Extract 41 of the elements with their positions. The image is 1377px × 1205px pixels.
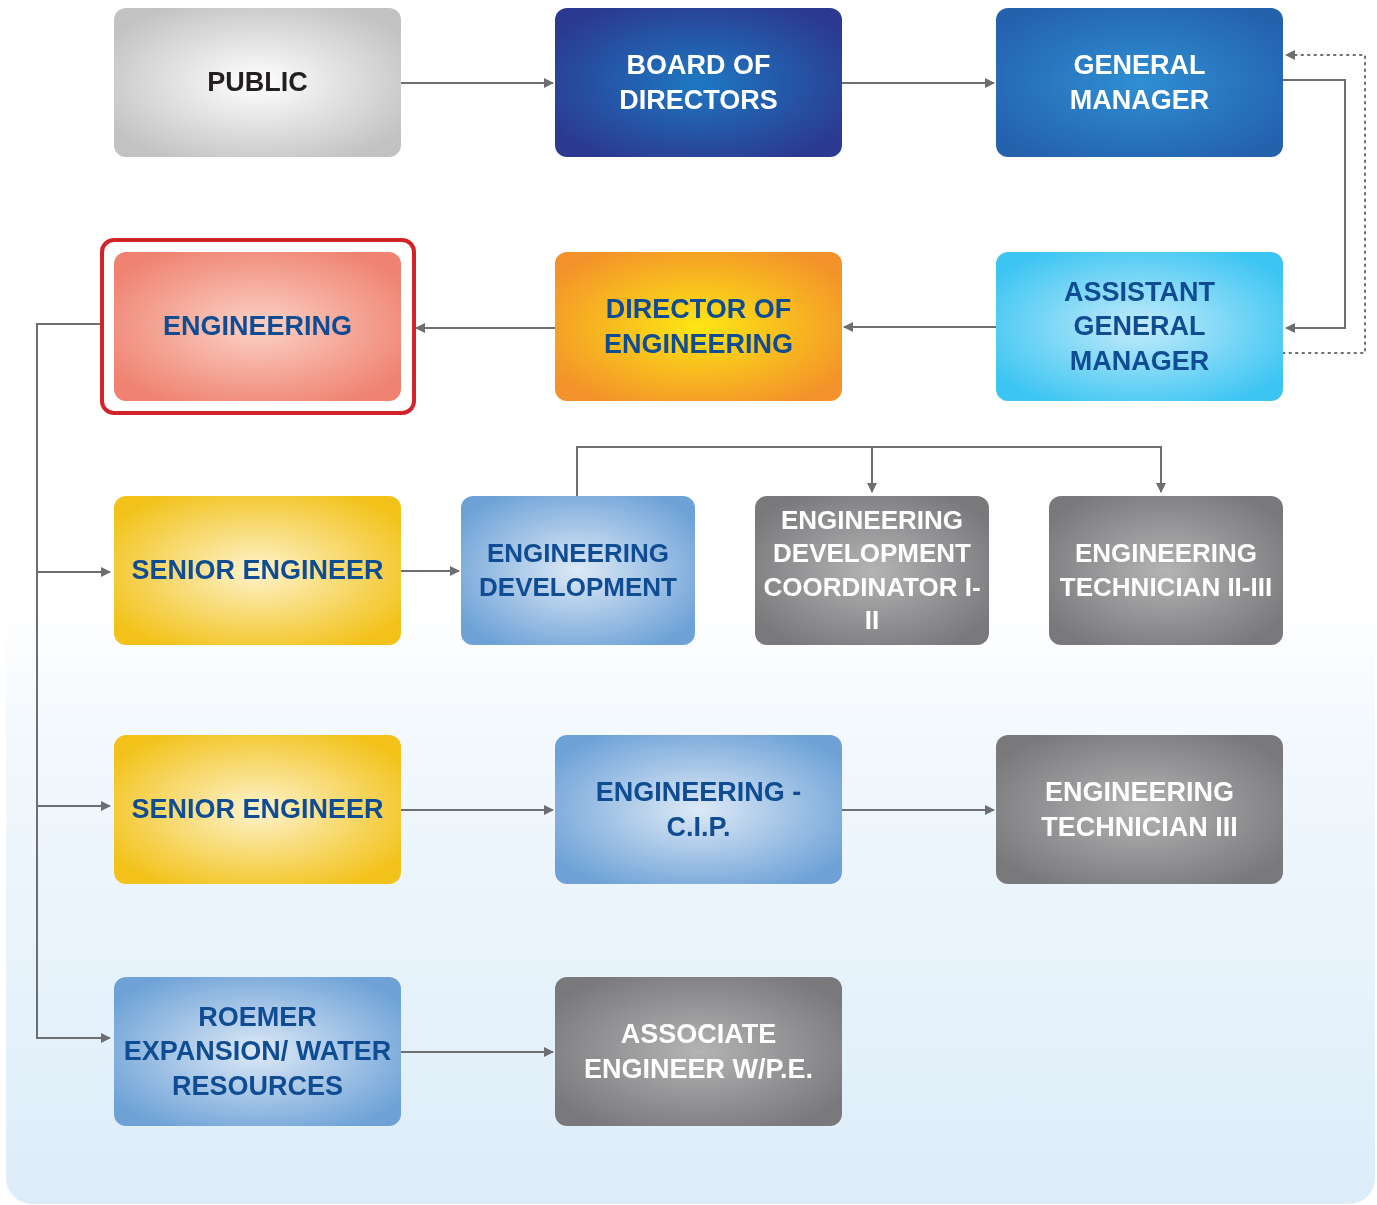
arrow [841,805,995,815]
role-box [114,735,401,884]
role-title: ASSOCIATE ENGINEER W/P.E. [582,1017,815,1086]
role-title: ENGINEERING DEVELOPMENT COORDINATOR I-II [762,503,982,637]
arrow [400,805,554,815]
role-box [114,496,401,645]
role-box [555,977,842,1126]
role-title: BOARD OF DIRECTORS [618,48,779,117]
arrow [400,78,554,88]
dotted-arrow [1282,50,1366,354]
role-box [555,735,842,884]
role-title: DIRECTOR OF ENGINEERING [603,292,794,361]
role-box [996,252,1283,401]
role-title: GENERAL MANAGER [1068,48,1211,117]
role-title: ENGINEERING DEVELOPMENT [478,537,678,604]
role-title: ENGINEERING TECHNICIAN II-III [1058,537,1274,604]
role-box [755,496,989,645]
arrow [843,322,997,332]
role-box [996,8,1283,157]
role-title: SENIOR ENGINEER [131,554,384,588]
arrow [36,323,111,1043]
role-box [114,8,401,157]
arrow [400,1047,554,1057]
arrow [415,323,556,333]
role-title: ROEMER EXPANSION/ WATER RESOURCES [122,1000,393,1103]
role-title: PUBLIC [207,66,308,100]
role-box [461,496,695,645]
role-box [555,252,842,401]
arrow [1282,79,1346,333]
role-title: ENGINEERING TECHNICIAN III [1040,775,1239,844]
role-title: SENIOR ENGINEER [131,793,384,827]
role-box [114,977,401,1126]
role-box [114,252,401,401]
role-box [996,735,1283,884]
role-box [555,8,842,157]
arrow [400,566,460,576]
role-title: ENGINEERING - C.I.P. [594,775,803,844]
arrow [841,78,995,88]
role-title: ENGINEERING [163,310,352,344]
role-box [1049,496,1283,645]
role-title: ASSISTANT GENERAL MANAGER [1063,275,1216,378]
